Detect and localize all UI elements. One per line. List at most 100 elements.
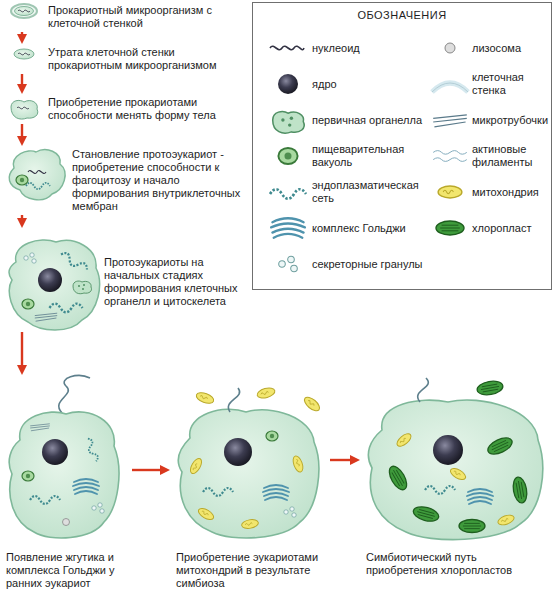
legend-row: секреторные гранулы — [312, 246, 424, 282]
mitochondrion — [197, 506, 216, 522]
er — [203, 488, 233, 496]
cell-wall — [11, 4, 37, 18]
chloroplast — [485, 435, 514, 458]
chloroplast — [459, 520, 485, 533]
stage-node: Прокариотный микроорганизм с клеточной с… — [8, 2, 246, 32]
stage-description: Утрата клеточной стенки прокариотным мик… — [48, 46, 244, 72]
arrow-head — [17, 365, 27, 375]
arrow-head — [17, 84, 27, 94]
stage-node: Приобретение прокариотами способности ме… — [8, 94, 246, 124]
cell-wall-symbol — [432, 83, 468, 92]
early-eukaryote — [9, 376, 119, 538]
granules-symbol — [279, 256, 298, 272]
legend-row: митохондрия — [472, 174, 551, 210]
mitochondrion — [291, 455, 305, 474]
stage-description: Протоэукариоты на начальных стадиях форм… — [104, 256, 246, 308]
legend-symbols — [270, 43, 468, 272]
arrow-line — [21, 332, 23, 367]
legend-row: комплекс Гольджи — [312, 210, 424, 246]
legend-text: лизосома — [472, 42, 551, 55]
golgi — [263, 485, 289, 500]
legend-row: микротрубочки — [472, 102, 551, 138]
arrow-line — [330, 459, 352, 461]
legend-row: лизосома — [472, 30, 551, 66]
stage-node: Утрата клеточной стенки прокариотным мик… — [8, 44, 246, 74]
er — [425, 486, 455, 494]
stage-description: Становление протоэукариот - приобретение… — [72, 148, 244, 213]
lysosome-symbol — [445, 43, 455, 53]
membrane — [26, 183, 50, 189]
mitochondrion — [302, 395, 322, 414]
microtubules — [35, 313, 57, 321]
nucleoid — [18, 53, 30, 55]
stage-description: Симбиотический путь приобретения хлоропл… — [366, 551, 548, 577]
vacuole — [16, 175, 28, 185]
stage-node: Протоэукариоты на начальных стадиях форм… — [8, 228, 248, 332]
mitochondrion — [449, 466, 468, 482]
golgi-symbol — [271, 218, 305, 238]
granules — [92, 503, 104, 513]
chloroplast-symbol — [436, 221, 464, 235]
cell-body — [15, 7, 34, 16]
mitochondrion — [195, 391, 215, 406]
prokaryote-no-wall — [14, 49, 34, 59]
legend-text: хлоропласт — [472, 222, 551, 235]
legend-text: пищеварительная вакуоль — [312, 143, 424, 169]
golgi — [467, 489, 493, 504]
flagellum — [228, 388, 239, 412]
chloroplast — [386, 463, 410, 492]
cell-body — [368, 400, 542, 540]
flow-arrow — [17, 74, 27, 94]
vacuole — [22, 471, 34, 481]
nucleus — [433, 435, 463, 465]
stage-node: Становление протоэукариот - приобретение… — [8, 146, 246, 215]
cell-body — [178, 409, 319, 538]
stage-description: Приобретение прокариотами способности ме… — [48, 96, 244, 122]
legend-text: эндоплазматическая сеть — [312, 179, 424, 205]
legend-text: митохондрия — [472, 186, 551, 199]
legend-text: микротрубочки — [472, 114, 551, 127]
er — [30, 496, 60, 504]
nucleus — [38, 268, 62, 292]
mitochondrion-symbol — [438, 186, 462, 198]
legend-text: актиновые филаменты — [472, 143, 551, 169]
stage-description: Прокариотный микроорганизм с клеточной с… — [48, 4, 244, 30]
nucleoid — [17, 107, 29, 109]
granules — [24, 253, 36, 263]
organelle — [73, 281, 92, 294]
legend-row: эндоплазматическая сеть — [312, 174, 424, 210]
stage-node: Приобретение эукариотами митохондрий в р… — [170, 375, 330, 592]
legend-row: клеточная стенка — [472, 66, 551, 102]
cell-body — [11, 100, 38, 119]
nucleus — [224, 438, 252, 466]
nucleus — [42, 439, 68, 465]
actin-symbol — [433, 151, 467, 162]
arrow-line — [132, 469, 162, 471]
cell-body — [14, 49, 34, 59]
stage-description: Приобретение эукариотами митохондрий в р… — [176, 551, 328, 590]
cell-wall-symbol — [432, 83, 468, 92]
nucleus-symbol — [278, 74, 298, 94]
legend-row: актиновые филаменты — [472, 138, 551, 174]
arrow-head — [17, 136, 27, 146]
er-symbol — [270, 189, 306, 199]
flagellum — [418, 378, 429, 402]
flow-arrow — [17, 32, 27, 44]
nucleoid — [28, 171, 46, 174]
legend-title: ОБОЗНАЧЕНИЯ — [252, 8, 552, 22]
flow-arrow — [17, 215, 27, 228]
microtubules — [30, 424, 50, 431]
flow-arrow — [330, 455, 360, 465]
eukaryote-with-mitochondria — [178, 386, 322, 538]
legend-row: хлоропласт — [472, 210, 551, 246]
legend-row: пищеварительная вакуоль — [312, 138, 424, 174]
cell-body — [9, 150, 65, 200]
nucleoid-symbol — [270, 46, 304, 49]
flow-arrow — [17, 332, 27, 375]
legend-text: клеточная стенка — [472, 71, 551, 97]
arrow-head — [17, 218, 27, 228]
arrow-line — [21, 124, 23, 138]
stage-node: Появление жгутика и комплекса Гольджи у … — [2, 375, 132, 592]
chloroplast — [476, 379, 504, 396]
